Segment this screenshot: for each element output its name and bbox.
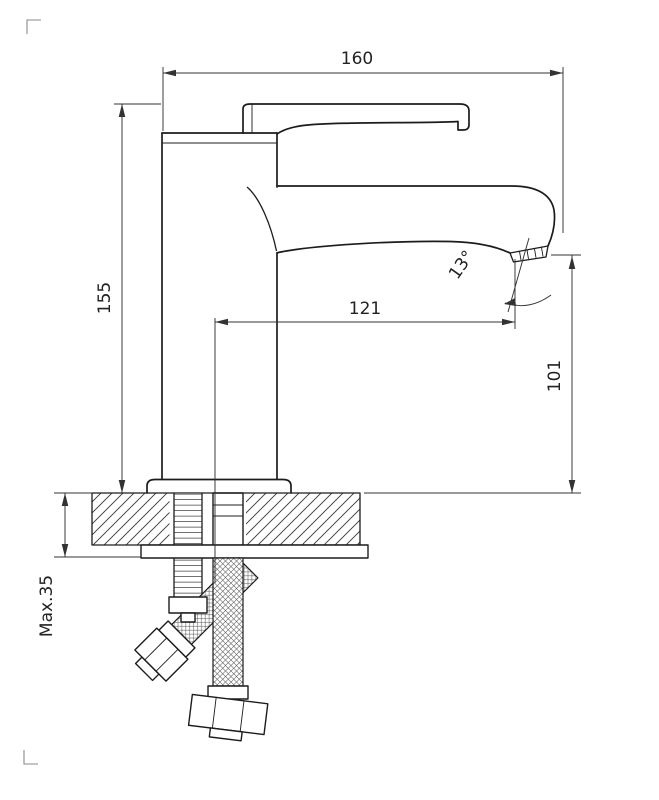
dim-label-spout-height: 101 xyxy=(545,360,565,392)
supply-hose-straight xyxy=(187,557,269,742)
corner-mark-top-left xyxy=(26,19,41,34)
dim-label-height: 155 xyxy=(95,282,115,314)
dim-label-angle: 13° xyxy=(445,247,479,283)
countertop xyxy=(92,493,360,545)
faucet-base xyxy=(146,478,292,494)
dimensions: 160 155 121 101 13° xyxy=(37,49,581,637)
dim-label-spout-reach: 121 xyxy=(349,299,381,319)
faucet-body xyxy=(161,132,278,480)
dim-label-max-thickness: Max.35 xyxy=(37,575,57,637)
faucet-handle xyxy=(242,103,470,135)
dim-label-total-width: 160 xyxy=(341,49,373,69)
dimension-height: 155 xyxy=(95,103,161,493)
dimension-spout-reach: 121 xyxy=(214,259,516,583)
dimension-spout-height: 101 xyxy=(364,254,581,494)
hose-nipple xyxy=(212,492,244,547)
corner-mark-bottom-left xyxy=(23,750,38,765)
faucet xyxy=(146,103,556,494)
dimension-total-width: 160 xyxy=(162,49,564,233)
mounting-plate xyxy=(140,544,369,559)
dimension-max-thickness: Max.35 xyxy=(37,492,141,637)
spout-aerator xyxy=(509,245,549,263)
hose-nut-straight xyxy=(187,693,269,742)
stud-nut xyxy=(168,596,208,623)
faucet-spout xyxy=(246,185,556,263)
